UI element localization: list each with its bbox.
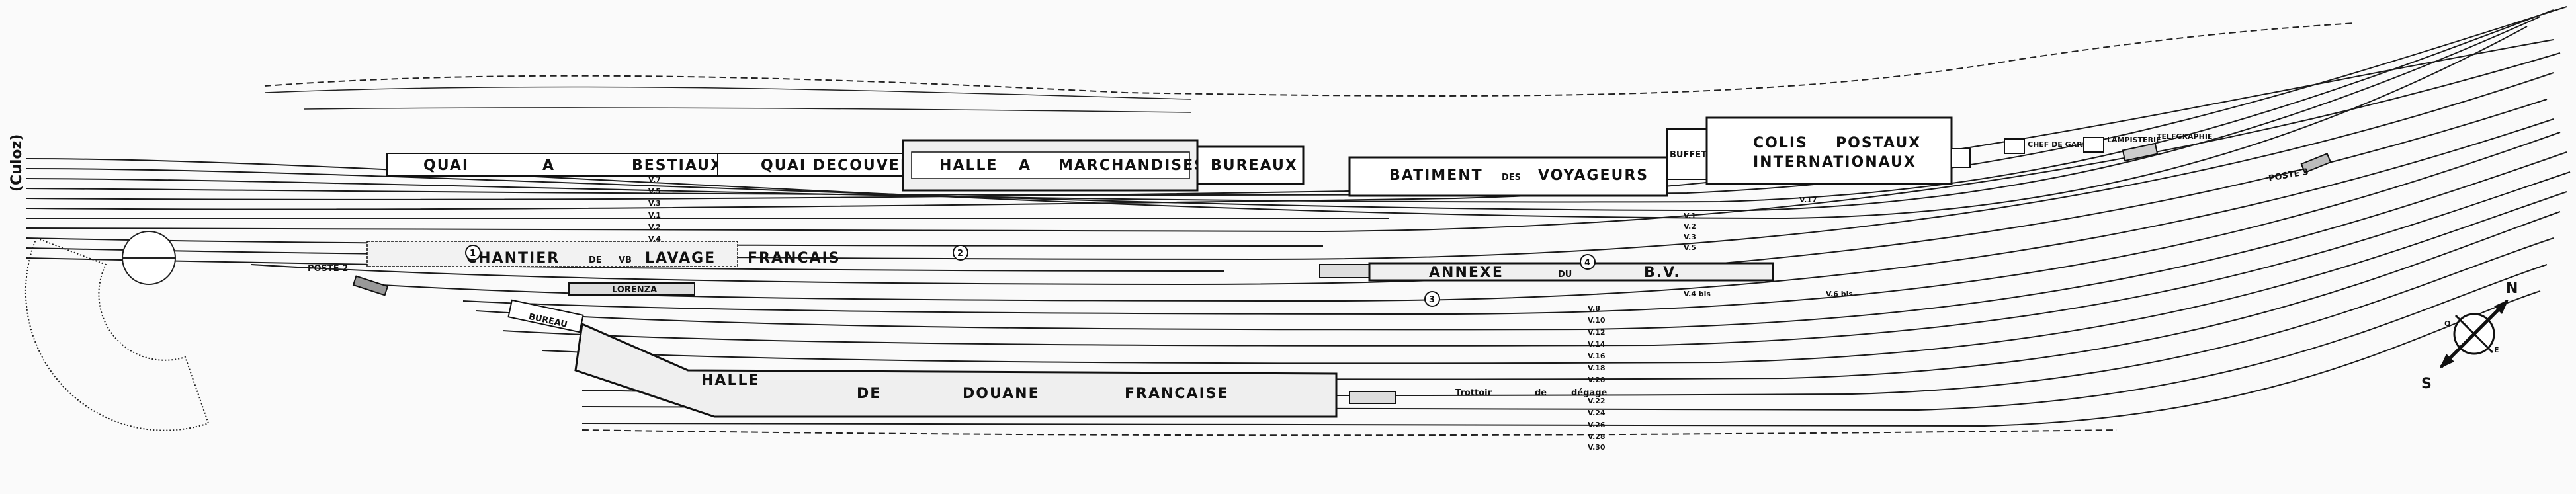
svg-text:A: A <box>542 157 555 174</box>
lorenza: LORENZA <box>568 282 695 296</box>
svg-text:A: A <box>1019 157 1031 174</box>
svg-text:DU: DU <box>1558 270 1572 280</box>
svg-text:POSTE 2: POSTE 2 <box>308 264 348 274</box>
small-buildings-right: CHEF DE GARE LAMPISTERIE TELEGRAPHIE <box>1951 132 2212 168</box>
svg-text:V.3: V.3 <box>648 199 661 208</box>
svg-text:1: 1 <box>470 249 476 259</box>
svg-text:V.2: V.2 <box>1684 222 1696 231</box>
svg-text:FRANCAISE: FRANCAISE <box>1125 386 1229 402</box>
svg-text:MARCHANDISES: MARCHANDISES <box>1058 157 1206 174</box>
svg-text:V.12: V.12 <box>1588 328 1606 337</box>
svg-text:BESTIAUX: BESTIAUX <box>632 157 723 174</box>
svg-text:HALLE: HALLE <box>939 157 998 174</box>
svg-text:V.28: V.28 <box>1588 432 1606 441</box>
svg-text:2: 2 <box>957 249 963 259</box>
colis-postaux: COLIS POSTAUX INTERNATIONAUX <box>1705 116 1953 185</box>
turntable <box>24 231 210 431</box>
svg-text:V.18: V.18 <box>1588 364 1606 372</box>
svg-text:B.V.: B.V. <box>1644 265 1681 281</box>
svg-text:V.14: V.14 <box>1588 340 1606 349</box>
svg-text:DOUANE: DOUANE <box>963 386 1040 402</box>
svg-text:V.5: V.5 <box>1684 243 1696 252</box>
trottoir: Trottoir de dégage <box>1349 388 1608 404</box>
svg-text:V.2: V.2 <box>648 223 661 231</box>
svg-text:BATIMENT: BATIMENT <box>1389 167 1483 184</box>
track-labels-left: V.7 V.5 V.3 V.1 V.2 V.4 <box>648 175 661 243</box>
bureaux: BUREAUX <box>1196 145 1305 185</box>
svg-text:DES: DES <box>1502 173 1521 183</box>
halle-marchandises: HALLE A MARCHANDISES <box>902 139 1206 192</box>
svg-text:V.3: V.3 <box>1684 233 1696 241</box>
svg-text:V.22: V.22 <box>1588 397 1606 405</box>
svg-text:V.26: V.26 <box>1588 421 1606 429</box>
svg-text:4: 4 <box>1584 258 1590 268</box>
side-label: (Culoz) <box>9 134 25 192</box>
chantier-lavage: CHANTIER DE VB LAVAGE FRANCAIS <box>366 241 841 267</box>
svg-text:LAMPISTERIE: LAMPISTERIE <box>2107 136 2161 144</box>
svg-text:VOYAGEURS: VOYAGEURS <box>1538 167 1649 184</box>
circled-markers: 1 2 3 4 <box>465 245 1596 307</box>
svg-text:N: N <box>2506 280 2519 297</box>
svg-text:BUFFET: BUFFET <box>1670 150 1707 160</box>
svg-text:Trottoir: Trottoir <box>1455 388 1492 398</box>
svg-text:ANNEXE: ANNEXE <box>1429 265 1504 281</box>
svg-text:VB: VB <box>619 255 632 265</box>
svg-text:LORENZA: LORENZA <box>612 285 657 295</box>
svg-text:V.20: V.20 <box>1588 376 1606 384</box>
svg-text:E: E <box>2494 346 2499 354</box>
svg-text:TELEGRAPHIE: TELEGRAPHIE <box>2157 132 2212 141</box>
svg-text:V.16: V.16 <box>1588 352 1606 360</box>
svg-text:V.7: V.7 <box>648 175 661 184</box>
svg-text:V.1: V.1 <box>1684 212 1696 220</box>
svg-text:dégage: dégage <box>1571 388 1608 398</box>
poste-2: POSTE 2 <box>308 264 389 296</box>
svg-text:S: S <box>2421 376 2433 392</box>
track-labels-right: V.1 V.2 V.3 V.5 <box>1684 212 1696 252</box>
svg-text:INTERNATIONAUX: INTERNATIONAUX <box>1753 154 1916 171</box>
svg-text:V.4 bis: V.4 bis <box>1684 290 1711 298</box>
quai-bestiaux: QUAI A BESTIAUX <box>386 153 723 177</box>
halle-douane: HALLE DE DOUANE FRANCAISE <box>574 322 1338 418</box>
svg-text:DE: DE <box>857 386 881 402</box>
svg-text:HALLE: HALLE <box>701 372 760 389</box>
svg-text:V.1: V.1 <box>648 211 661 220</box>
buffet: BUFFET <box>1666 128 1707 180</box>
track-label-v17: V.17 <box>1799 196 1817 204</box>
svg-text:DE: DE <box>589 255 602 265</box>
svg-text:POSTAUX: POSTAUX <box>1836 135 1921 151</box>
svg-text:V.8: V.8 <box>1588 304 1600 313</box>
svg-text:V.10: V.10 <box>1588 316 1606 325</box>
batiment-voyageurs: BATIMENT DES VOYAGEURS <box>1348 156 1668 197</box>
svg-text:CHEF DE GARE: CHEF DE GARE <box>2028 140 2087 149</box>
quai-decouvert: QUAI DECOUVERT <box>717 153 923 177</box>
svg-text:FRANCAIS: FRANCAIS <box>748 250 841 267</box>
annexe-bv: ANNEXE DU B.V. <box>1319 262 1774 282</box>
svg-text:COLIS: COLIS <box>1753 135 1808 151</box>
svg-text:QUAI: QUAI <box>423 157 469 174</box>
svg-text:LAVAGE: LAVAGE <box>645 250 716 267</box>
svg-text:BUREAUX: BUREAUX <box>1211 157 1298 174</box>
boundary-lines <box>264 22 2356 436</box>
svg-text:V.4: V.4 <box>648 235 661 243</box>
svg-text:V.6 bis: V.6 bis <box>1826 290 1853 298</box>
svg-text:CHANTIER: CHANTIER <box>466 250 560 267</box>
svg-text:O: O <box>2444 319 2450 328</box>
svg-text:V.5: V.5 <box>648 187 661 196</box>
svg-text:de: de <box>1535 388 1547 398</box>
track-labels-lower: V.4 bis V.6 bis V.8 V.10 V.12 V.14 V.16 … <box>1588 290 1853 452</box>
svg-text:3: 3 <box>1429 295 1435 305</box>
svg-text:V.30: V.30 <box>1588 443 1606 452</box>
compass-icon: N E S O <box>2421 280 2519 392</box>
svg-text:V.24: V.24 <box>1588 409 1606 417</box>
svg-text:QUAI DECOUVERT: QUAI DECOUVERT <box>761 157 923 174</box>
